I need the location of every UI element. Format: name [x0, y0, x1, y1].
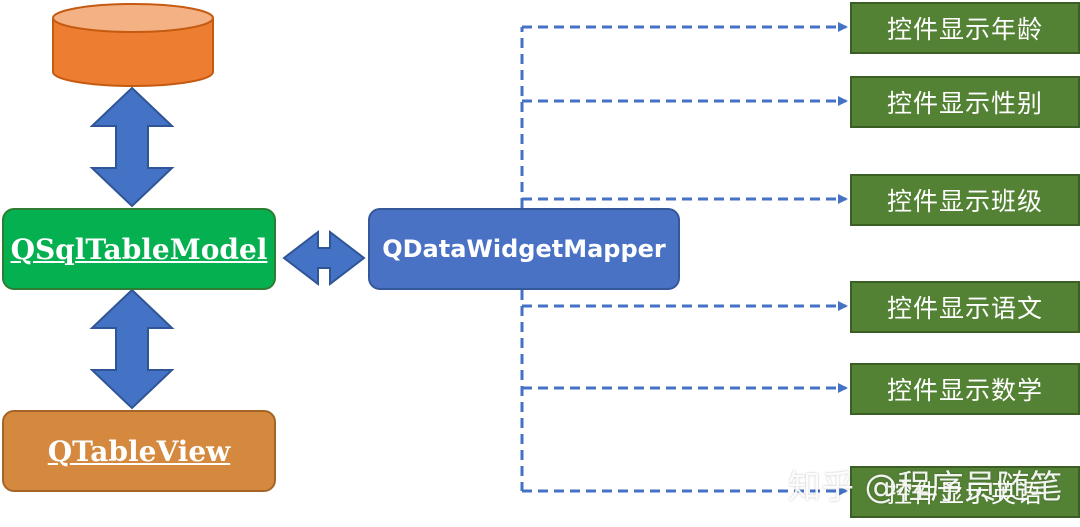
field-chinese-box: 控件显示语文 [850, 281, 1080, 333]
watermark-text: 知乎 @程序员随笔 [788, 467, 1063, 506]
model-view-double-arrow [89, 288, 175, 410]
field-class-box: 控件显示班级 [850, 174, 1080, 226]
field-gender-label: 控件显示性别 [886, 89, 1043, 118]
qdatawidgetmapper-node: QDataWidgetMapper [368, 208, 680, 290]
field-english-label: 控件显示英语 [886, 479, 1043, 508]
qsqltablemodel-node: QSqlTableModel [2, 208, 276, 290]
qtableview-node: QTableView [2, 410, 276, 492]
field-math-label: 控件显示数学 [886, 376, 1043, 405]
qdatawidgetmapper-label: QDataWidgetMapper [382, 235, 666, 263]
qsqltablemodel-label: QSqlTableModel [10, 232, 268, 266]
field-age-box: 控件显示年龄 [850, 2, 1080, 54]
field-age-label: 控件显示年龄 [886, 15, 1043, 44]
field-english-box: 控件显示英语 [850, 466, 1080, 518]
database-icon [52, 3, 214, 87]
field-chinese-label: 控件显示语文 [886, 294, 1043, 323]
field-math-box: 控件显示数学 [850, 363, 1080, 415]
field-gender-box: 控件显示性别 [850, 76, 1080, 128]
qtableview-label: QTableView [47, 434, 231, 468]
model-mapper-double-arrow [282, 229, 366, 287]
field-class-label: 控件显示班级 [886, 187, 1043, 216]
db-model-double-arrow [89, 86, 175, 208]
